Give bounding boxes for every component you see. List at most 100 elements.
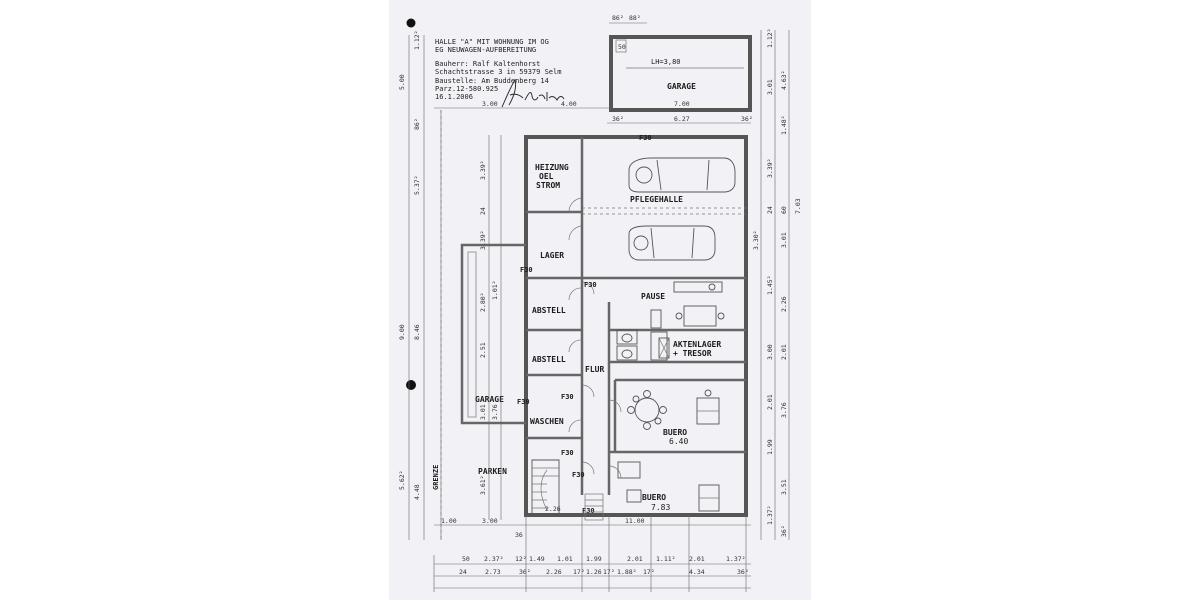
floor-plan-sheet: HALLE "A" MIT WOHNUNG IM OG EG NEUWAGEN-…: [389, 0, 811, 600]
dim-b-226: 2.26: [545, 505, 561, 513]
dim-rt-351: 3.51: [780, 479, 788, 495]
room-buero-1: BUERO: [663, 428, 687, 437]
header-line-1: HALLE "A" MIT WOHNUNG IM OG: [435, 38, 549, 46]
dim-r1-111: 1.11²: [656, 555, 676, 563]
fire-door-label-8: F30: [582, 507, 595, 515]
buero-2-furniture: [617, 461, 720, 512]
signature-scribble: [501, 78, 565, 108]
room-heizung-2: OEL: [539, 172, 554, 181]
binder-hole-top: [406, 18, 416, 28]
dim-rt-463: 4.63²: [780, 70, 788, 90]
dim-rt-226: 2.26: [780, 296, 788, 312]
dim-r2-36b: 36²: [737, 568, 749, 576]
room-aktenlager-2: + TRESOR: [673, 349, 712, 358]
fire-door-label-4: F30: [517, 398, 530, 406]
dim-36b: 36²: [741, 115, 753, 123]
dim-36a: 36²: [612, 115, 624, 123]
dim-top-88: 88²: [629, 14, 641, 22]
dim-l-280: 2.80²: [479, 292, 487, 312]
dim-l-448: 4.48: [413, 484, 421, 500]
dim-rt-199: 1.99: [766, 439, 774, 455]
dim-l-24: 24: [479, 207, 487, 215]
fire-door-label-7: F30: [572, 471, 585, 479]
dim-r2-434: 4.34: [689, 568, 705, 576]
dim-l-112: 1.12²: [413, 30, 421, 50]
dim-rt-300: 3.00: [766, 344, 774, 360]
dim-r2-273: 2.73: [485, 568, 501, 576]
wc-fixtures: [616, 329, 668, 361]
dim-l-900: 9.00: [398, 324, 406, 340]
dim-top-86: 86²: [612, 14, 624, 22]
dim-rt-330: 3.30²: [752, 230, 760, 250]
dim-r1-199: 1.99: [586, 555, 602, 563]
car-top-icon: [628, 157, 736, 193]
header-address: Schachtstrasse 3 in 59379 Selm: [435, 68, 561, 76]
fire-door-label-3: F30: [584, 281, 597, 289]
dim-row-bottom-1: 50 2.37² 12² 1.49 1.01 1.99 2.01 1.11² 2…: [434, 555, 751, 565]
dim-rt-339: 3.39²: [766, 158, 774, 178]
dim-l-339a: 3.39²: [479, 160, 487, 180]
dim-l-86: 86²: [413, 118, 421, 130]
dim-left-vertical: 5.00 1.12² 86² 5.37² 9.00 8.46 5.62² 4.4…: [398, 30, 502, 540]
binder-hole-bottom: [406, 380, 416, 390]
buero-1-furniture: [627, 389, 720, 430]
aktenlager-hatch: [658, 337, 670, 359]
dim-rt-112: 1.12²: [766, 28, 774, 48]
dim-rt-201: 2.01: [780, 344, 788, 360]
header-parcel: Parz.12-580.925: [435, 85, 498, 93]
room-buero-2-area: 7.83: [651, 503, 670, 512]
room-garage-left: GARAGE: [475, 395, 504, 404]
room-heizung-1: HEIZUNG: [535, 163, 569, 172]
room-abstell-1: ABSTELL: [532, 306, 566, 315]
dim-r1-137: 1.37²: [726, 555, 746, 563]
dim-rt-36: 36²: [780, 525, 788, 537]
dim-garage-700: 7.00: [674, 100, 690, 108]
header-site: Baustelle: Am Buddenberg 14: [435, 77, 549, 85]
fire-door-label-1: F30: [639, 134, 652, 142]
dim-b-36: 36: [515, 531, 523, 539]
dim-b-300: 3.00: [482, 517, 498, 525]
dim-rt-376: 3.76: [780, 402, 788, 418]
dim-r2-17c: 17²: [643, 568, 655, 576]
dim-rt-148: 1.48²: [780, 115, 788, 135]
dim-l-500: 5.00: [398, 74, 406, 90]
staircase: [531, 459, 560, 516]
dim-r1-50: 50: [462, 555, 470, 563]
dim-rt-145: 1.45²: [766, 275, 774, 295]
room-buero-1-area: 6.40: [669, 437, 688, 446]
dim-r2-188: 1.88²: [617, 568, 637, 576]
dim-l-339b: 3.39²: [479, 230, 487, 250]
fire-door-label-6: F30: [561, 449, 574, 457]
room-aktenlager-1: AKTENLAGER: [673, 340, 721, 349]
dim-right-vertical: 1.12² 3.01 4.63² 1.48² 3.39² 24 60 7.03 …: [752, 28, 802, 540]
dim-l-846: 8.46: [413, 324, 421, 340]
room-heizung-3: STROM: [536, 181, 560, 190]
room-height-label: LH=3,80: [651, 58, 681, 66]
dim-50: 50: [618, 43, 626, 51]
dim-rt-137: 1.37²: [766, 505, 774, 525]
floor-plan-drawing: HALLE "A" MIT WOHNUNG IM OG EG NEUWAGEN-…: [398, 14, 802, 592]
interior-walls: [526, 137, 746, 495]
fire-door-label-2: F30: [520, 266, 533, 274]
door-swings: [568, 197, 622, 479]
dim-r1-12: 12²: [515, 555, 527, 563]
dim-ticks-bottom: [433, 515, 747, 592]
header-date: 16.1.2006: [435, 93, 473, 101]
header-owner: Bauherr: Ralf Kaltenhorst: [435, 60, 540, 68]
room-garage-top: GARAGE: [667, 82, 696, 91]
label-grenze: GRENZE: [432, 465, 440, 490]
dim-r2-17a: 17²: [573, 568, 585, 576]
dim-rt-24: 24: [766, 206, 774, 214]
dim-b-1100: 11.00: [625, 517, 645, 525]
room-pflegehalle: PFLEGEHALLE: [630, 195, 683, 204]
dim-400: 4.00: [561, 100, 577, 108]
dim-rt-201b: 2.01: [766, 394, 774, 410]
dim-r1-237: 2.37²: [484, 555, 504, 563]
dim-r2-24: 24: [459, 568, 467, 576]
dim-l-562: 5.62²: [398, 470, 406, 490]
fire-door-label-5: F30: [561, 393, 574, 401]
room-parken: PARKEN: [478, 467, 507, 476]
dim-r2-226: 2.26: [546, 568, 562, 576]
dim-rt-301: 3.01: [766, 79, 774, 95]
dim-l-251: 2.51: [479, 342, 487, 358]
